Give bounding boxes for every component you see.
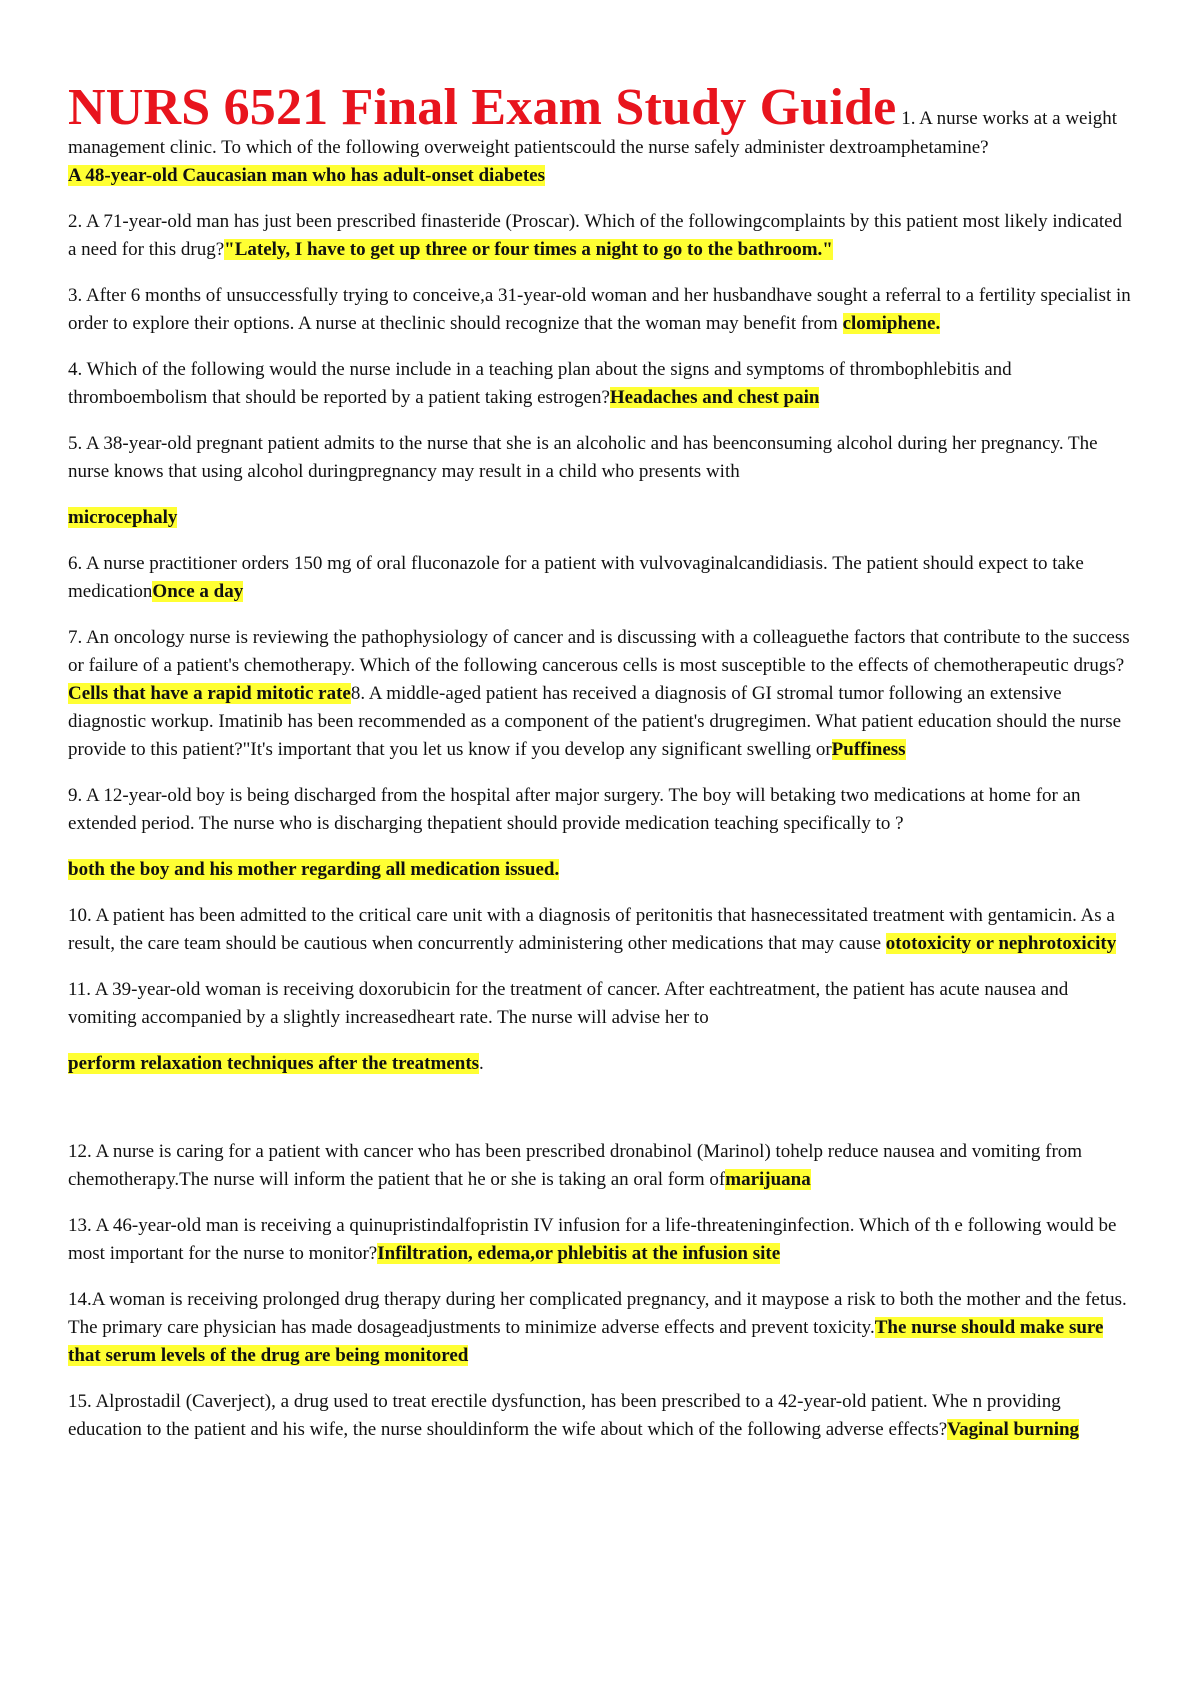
question-15: 15. Alprostadil (Caverject), a drug used… (68, 1388, 1131, 1444)
question-13-text: 13. A 46-year-old man is receiving a qui… (68, 1215, 1117, 1264)
question-4: 4. Which of the following would the nurs… (68, 356, 1131, 412)
question-7-8: 7. An oncology nurse is reviewing the pa… (68, 624, 1131, 764)
question-2-text: 2. A 71-year-old man has just been presc… (68, 211, 1123, 260)
question-13: 13. A 46-year-old man is receiving a qui… (68, 1212, 1131, 1268)
document-title: NURS 6521 Final Exam Study Guide (68, 79, 897, 136)
answer-10: ototoxicity or nephrotoxicity (885, 933, 1117, 954)
answer-13: Infiltration, edema,or phlebitis at the … (377, 1243, 781, 1264)
answer-5-line: microcephaly (68, 504, 1131, 532)
question-9: 9. A 12-year-old boy is being discharged… (68, 782, 1131, 838)
question-9-text: 9. A 12-year-old boy is being discharged… (68, 785, 1081, 834)
question-1-text: 1. A nurse works at a weight management … (68, 108, 1118, 158)
question-3: 3. After 6 months of unsuccessfully tryi… (68, 282, 1131, 338)
answer-9-line: both the boy and his mother regarding al… (68, 856, 1131, 884)
question-12-text: 12. A nurse is caring for a patient with… (68, 1141, 1083, 1190)
question-11: 11. A 39-year-old woman is receiving dox… (68, 976, 1131, 1032)
question-6-text: 6. A nurse practitioner orders 150 mg of… (68, 553, 1084, 602)
answer-3: clomiphene. (842, 313, 941, 334)
question-10-text: 10. A patient has been admitted to the c… (68, 905, 1115, 954)
question-15-text: 15. Alprostadil (Caverject), a drug used… (68, 1391, 1061, 1440)
answer-8: Puffiness (831, 739, 906, 760)
question-2: 2. A 71-year-old man has just been presc… (68, 208, 1131, 264)
question-8-text: 8. A middle-aged patient has received a … (68, 683, 1122, 760)
question-14: 14.A woman is receiving prolonged drug t… (68, 1286, 1131, 1370)
question-10: 10. A patient has been admitted to the c… (68, 902, 1131, 958)
answer-12: marijuana (725, 1169, 811, 1190)
answer-7: Cells that have a rapid mitotic rate (68, 683, 351, 704)
question-5: 5. A 38-year-old pregnant patient admits… (68, 430, 1131, 486)
question-12: 12. A nurse is caring for a patient with… (68, 1138, 1131, 1194)
question-7-text: 7. An oncology nurse is reviewing the pa… (68, 627, 1130, 676)
answer-4: Headaches and chest pain (609, 387, 820, 408)
answer-5: microcephaly (68, 507, 178, 528)
answer-11-line: perform relaxation techniques after the … (68, 1050, 1131, 1078)
question-6: 6. A nurse practitioner orders 150 mg of… (68, 550, 1131, 606)
answer-2: "Lately, I have to get up three or four … (224, 239, 833, 260)
question-5-text: 5. A 38-year-old pregnant patient admits… (68, 433, 1098, 482)
question-1: NURS 6521 Final Exam Study Guide 1. A nu… (68, 82, 1131, 190)
answer-15: Vaginal burning (947, 1419, 1080, 1440)
answer-6: Once a day (152, 581, 244, 602)
question-3-text: 3. After 6 months of unsuccessfully tryi… (68, 285, 1131, 334)
spacer (68, 1096, 1131, 1138)
answer-11: perform relaxation techniques after the … (68, 1053, 480, 1074)
answer-1: A 48-year-old Caucasian man who has adul… (68, 165, 545, 186)
question-11-text: 11. A 39-year-old woman is receiving dox… (68, 979, 1069, 1028)
answer-11-trail: . (479, 1053, 484, 1074)
answer-9: both the boy and his mother regarding al… (68, 859, 560, 880)
question-14-text: 14.A woman is receiving prolonged drug t… (68, 1289, 1127, 1338)
question-4-text: 4. Which of the following would the nurs… (68, 359, 1012, 408)
